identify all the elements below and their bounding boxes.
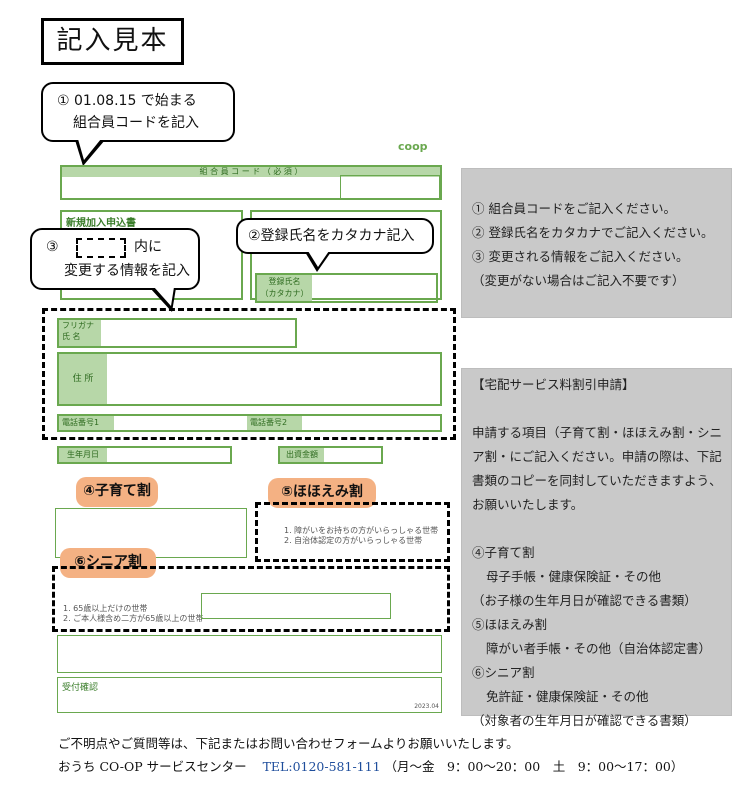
hohoemi-dashed-region: 1. 障がいをお持ちの方がいらっしゃる世帯 2. 自治体認定の方がいらっしゃる世… [255, 502, 450, 562]
member-code-label: 組 合 員 コ ー ド （ 必 須 ） [62, 167, 440, 177]
senior-title: ⑥シニア割 [472, 665, 535, 680]
page-title: 記入見本 [41, 18, 184, 65]
footer-contact: おうち CO-OP サービスセンター TEL:0120-581-111 （月～金… [58, 756, 683, 775]
birthday-label: 生年月日 [59, 448, 107, 462]
name-label-cell: フリガナ 氏 名 [59, 320, 101, 346]
kosodate-note: （お子様の生年月日が確認できる書類） [472, 593, 697, 608]
change-info-dashed-region [42, 308, 456, 440]
senior-note: （対象者の生年月日が確認できる書類） [472, 713, 697, 728]
coop-logo: coop [398, 140, 428, 153]
instruction-2: ② 登録氏名をカタカナでご記入ください。 [472, 225, 714, 240]
kosodate-title: ④子育て割 [472, 545, 535, 560]
member-code-box: 組 合 員 コ ー ド （ 必 須 ） [60, 165, 442, 200]
callout-pointer-fill [78, 139, 101, 160]
reception-label: 受付確認 [62, 683, 99, 693]
footer-line-1: ご不明点やご質問等は、下記またはお問い合わせフォームよりお願いいたします。 [58, 736, 519, 751]
form-version: 2023.04 [414, 703, 439, 710]
instruction-1: ① 組合員コードをご記入ください。 [472, 201, 676, 216]
senior-option-1[interactable]: 1. 65歳以上だけの世帯 [63, 604, 148, 613]
hohoemi-option-1[interactable]: 1. 障がいをお持ちの方がいらっしゃる世帯 [284, 526, 439, 535]
investment-field[interactable]: 出資金額 [278, 446, 383, 464]
callout-pointer-fill [154, 287, 174, 306]
new-application-label: 新規加入申込書 [66, 218, 136, 229]
instruction-3: ③ 変更される情報をご記入ください。 [472, 249, 689, 264]
callout-suffix: 内に [134, 239, 162, 255]
registered-name-label: 登録氏名 [268, 277, 301, 286]
kosodate-badge: ④子育て割 [76, 477, 158, 507]
registered-name-area [250, 210, 442, 300]
callout-change-text: 変更する情報を記入 [64, 263, 190, 279]
hohoemi-docs: 障がい者手帳・その他（自治体認定書） [486, 641, 712, 656]
name-label: 氏 名 [62, 332, 81, 341]
hohoemi-option-2[interactable]: 2. 自治体認定の方がいらっしゃる世帯 [284, 536, 423, 545]
business-hours: （月～金 9：00～20：00 土 9：00～17：00） [384, 759, 684, 774]
katakana-label: （カタカナ） [260, 289, 309, 298]
senior-target-box[interactable] [201, 593, 391, 619]
callout-change-info: ③ 内に 変更する情報を記入 [30, 228, 200, 290]
callout-num-3: ③ [46, 239, 59, 255]
dashed-box-icon [76, 238, 126, 258]
name-field[interactable]: フリガナ 氏 名 [57, 318, 297, 348]
instructions-panel-1: ① 組合員コードをご記入ください。 ② 登録氏名をカタカナでご記入ください。 ③… [461, 168, 732, 318]
instruction-4: （変更がない場合はご記入不要です） [472, 273, 685, 288]
instructions-panel-2: 【宅配サービス料割引申請】 申請する項目（子育て割・ほほえみ割・シニア割・にご記… [461, 368, 732, 728]
birthday-field[interactable]: 生年月日 [57, 446, 232, 464]
phone1-label: 電話番号1 [59, 416, 114, 430]
transfer-area [57, 635, 442, 673]
discount-description: 申請する項目（子育て割・ほほえみ割・シニア割・にご記入ください。申請の際は、下記… [472, 425, 723, 512]
senior-dashed-region: 1. 65歳以上だけの世帯 2. ご本人様含め二方が65歳以上の世帯 [52, 566, 450, 632]
callout-text-2: 組合員コードを記入 [73, 115, 199, 131]
service-center: おうち CO-OP サービスセンター [58, 759, 247, 774]
callout-pointer-fill [308, 251, 329, 267]
date-box [340, 175, 440, 200]
senior-docs: 免許証・健康保険証・その他 [486, 689, 649, 704]
address-label: 住 所 [59, 354, 107, 404]
callout-member-code: ① 01.08.15 で始まる 組合員コードを記入 [41, 82, 235, 142]
furigana-label: フリガナ [62, 321, 94, 330]
callout-text-1: ① 01.08.15 で始まる [57, 93, 197, 109]
tel-link[interactable]: TEL:0120-581-111 [262, 759, 381, 774]
address-field[interactable]: 住 所 [57, 352, 442, 406]
hohoemi-title: ⑤ほほえみ割 [472, 617, 548, 632]
reception-area: 受付確認 2023.04 [57, 677, 442, 713]
investment-label: 出資金額 [280, 448, 324, 462]
callout-katakana: ②登録氏名をカタカナ記入 [236, 218, 434, 254]
kosodate-docs: 母子手帳・健康保険証・その他 [486, 569, 662, 584]
senior-option-2[interactable]: 2. ご本人様含め二方が65歳以上の世帯 [63, 614, 204, 623]
registered-name-label-cell: 登録氏名 （カタカナ） [257, 275, 312, 301]
discount-heading: 【宅配サービス料割引申請】 [472, 377, 635, 392]
registered-name-field[interactable]: 登録氏名 （カタカナ） [255, 273, 438, 303]
phone2-label: 電話番号2 [247, 416, 302, 430]
phone-fields[interactable]: 電話番号1 電話番号2 [57, 414, 442, 432]
